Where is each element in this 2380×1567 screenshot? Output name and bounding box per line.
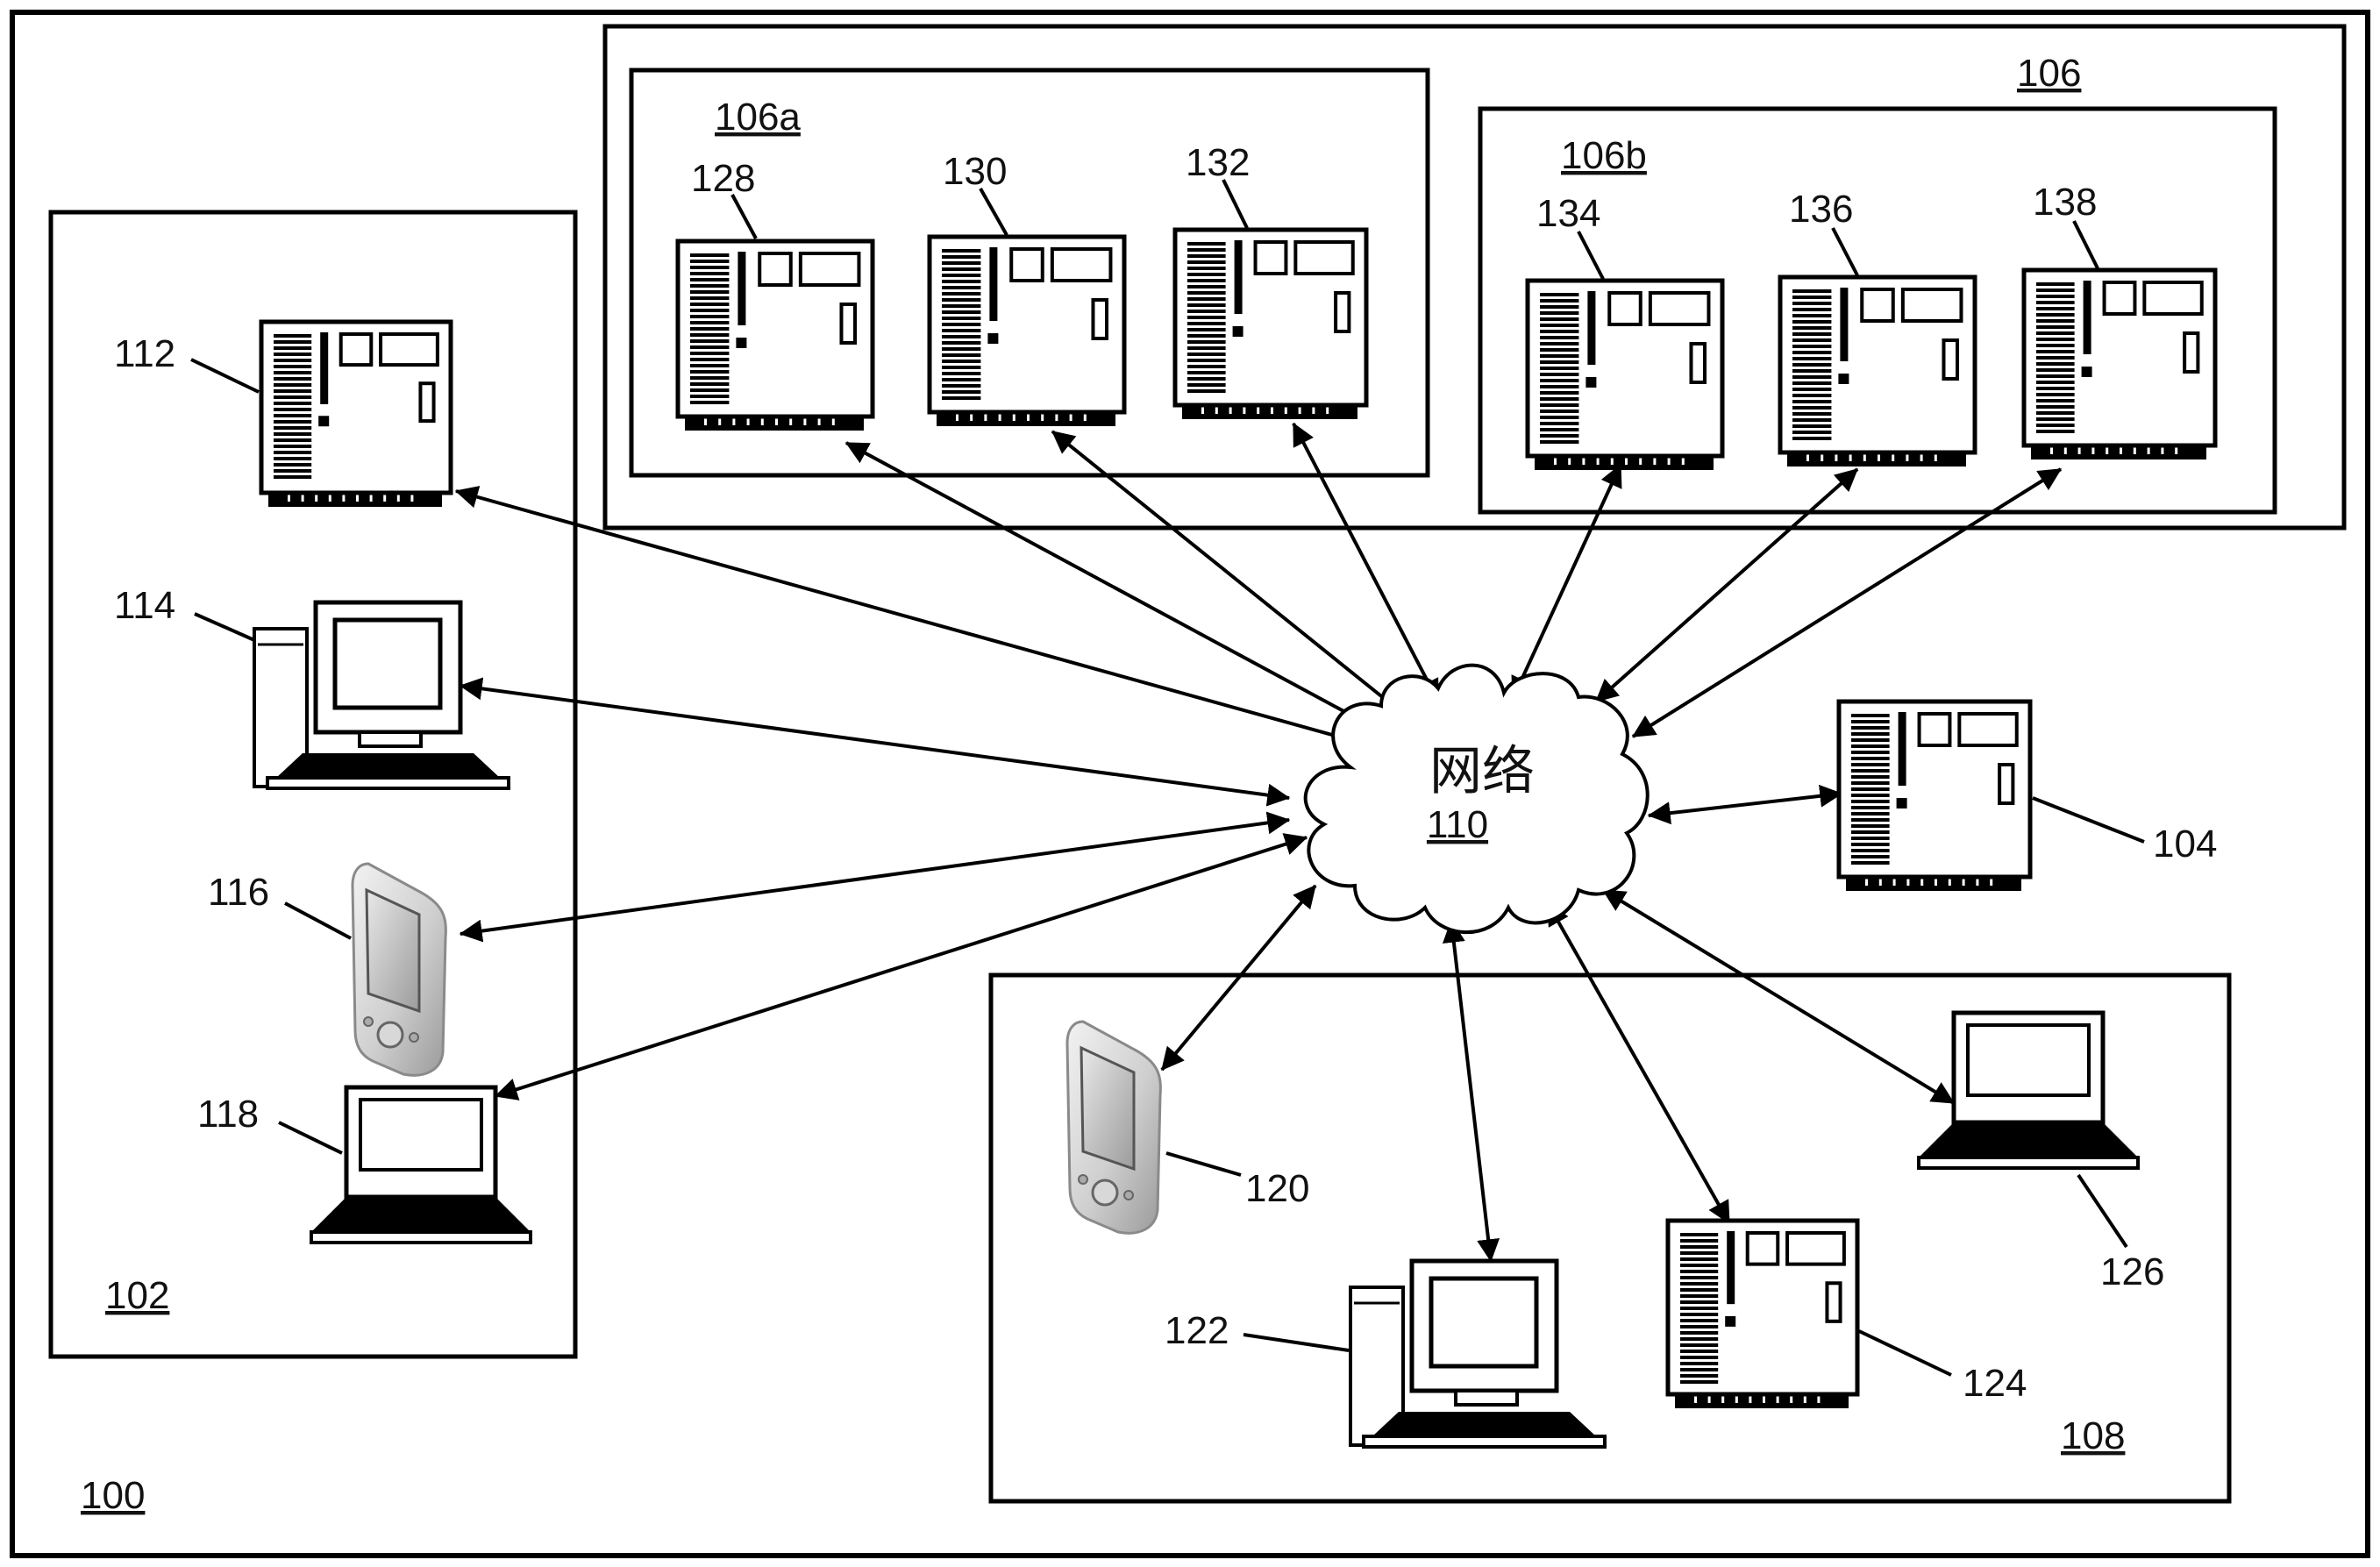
device-136-leader [1831, 227, 1859, 276]
device-128-server: 128 [675, 157, 875, 431]
link-138 [1631, 467, 2063, 738]
device-134-server: 134 [1525, 192, 1725, 470]
devices-layer: 112 114 116 118 128 130 132 134 136 138 104 120 122 1… [114, 141, 2218, 1449]
device-104-server: 104 [1836, 699, 2217, 891]
network-name: 网络 [1429, 742, 1535, 801]
device-126-laptop: 126 [1917, 1010, 2164, 1293]
device-126-leader [2077, 1173, 2128, 1249]
link-132 [1292, 422, 1440, 703]
device-112-server: 112 [114, 319, 453, 507]
device-116-pda: 116 [208, 862, 447, 1077]
device-138-leader [2072, 220, 2099, 269]
device-116-label: 116 [208, 871, 269, 914]
device-128-label: 128 [691, 157, 755, 200]
device-136-server: 136 [1778, 188, 1977, 467]
group-106-label: 106 [2017, 52, 2081, 95]
device-134-leader [1577, 231, 1605, 280]
device-124-label: 124 [1963, 1362, 2027, 1405]
device-120-leader [1165, 1151, 1242, 1177]
group-108-label: 108 [2061, 1414, 2125, 1457]
group-106b-label: 106b [1561, 134, 1647, 177]
system-frame [10, 10, 2370, 1558]
connections [454, 422, 2063, 1263]
device-122-desktop: 122 [1165, 1258, 1607, 1449]
device-118-label: 118 [197, 1093, 259, 1136]
group-106-box [602, 24, 2347, 531]
device-132-label: 132 [1186, 141, 1250, 184]
device-112-label: 112 [114, 332, 175, 375]
device-130-label: 130 [943, 150, 1007, 193]
device-122-label: 122 [1165, 1309, 1229, 1352]
device-132-server: 132 [1172, 141, 1369, 419]
device-124-server: 124 [1665, 1218, 2027, 1408]
link-104 [1647, 784, 1843, 825]
device-120-pda: 120 [1065, 1020, 1309, 1235]
device-130-leader [979, 188, 1008, 236]
group-106a-label: 106a [715, 96, 801, 139]
device-116-leader [284, 901, 352, 940]
device-122-leader [1243, 1333, 1350, 1352]
device-118-leader [278, 1121, 343, 1155]
device-138-label: 138 [2033, 181, 2097, 224]
device-130-server: 130 [927, 150, 1127, 426]
device-104-leader [2032, 796, 2145, 844]
link-136 [1594, 467, 1859, 703]
device-112-leader [190, 358, 260, 394]
link-122 [1442, 919, 1500, 1263]
link-116 [459, 811, 1291, 943]
group-102-label: 102 [105, 1274, 169, 1317]
device-104-label: 104 [2153, 823, 2217, 865]
device-114-desktop: 114 [114, 584, 510, 790]
device-126-label: 126 [2100, 1250, 2164, 1293]
device-136-label: 136 [1789, 188, 1853, 231]
link-120 [1160, 884, 1317, 1072]
system-label: 100 [81, 1474, 145, 1517]
link-118 [494, 833, 1308, 1100]
device-138-server: 138 [2021, 181, 2218, 459]
network-cloud [1303, 663, 1650, 935]
device-132-leader [1222, 179, 1249, 229]
device-120-label: 120 [1245, 1167, 1309, 1210]
device-114-label: 114 [114, 584, 175, 627]
device-134-label: 134 [1536, 192, 1600, 235]
link-128 [844, 441, 1370, 726]
link-114 [459, 677, 1291, 807]
device-124-leader [1858, 1329, 1952, 1377]
device-128-leader [730, 194, 758, 239]
link-134 [1511, 463, 1622, 701]
link-126 [1601, 888, 1956, 1105]
device-114-leader [194, 612, 255, 642]
device-118-laptop: 118 [197, 1085, 532, 1244]
network-ref: 110 [1427, 803, 1488, 846]
